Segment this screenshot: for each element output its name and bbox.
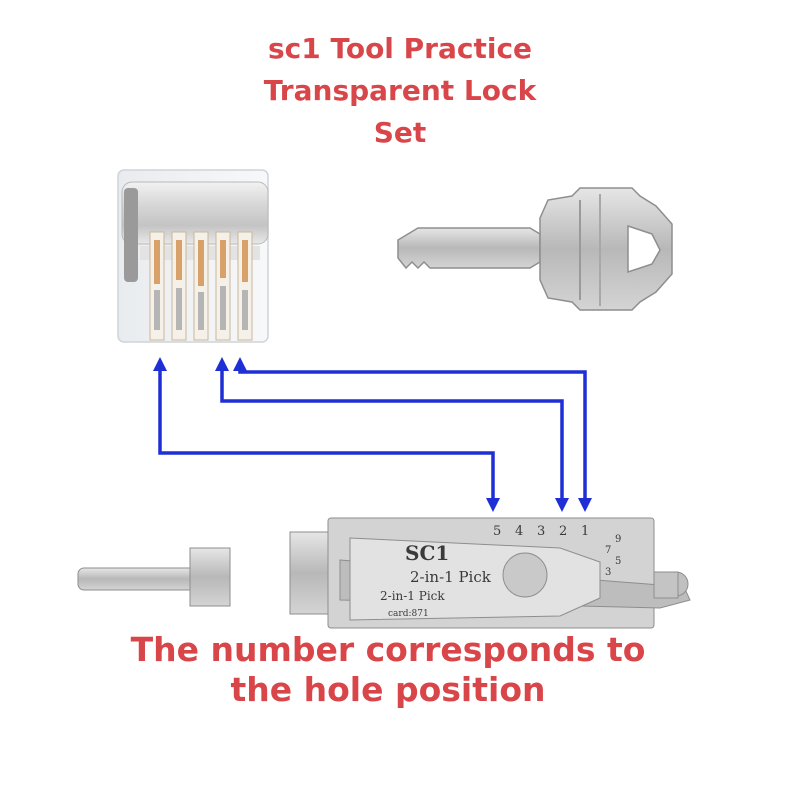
sc1-pick-tool <box>77 517 691 629</box>
lock-pins <box>149 231 253 341</box>
hole-number-5: 5 <box>493 524 501 539</box>
arrow-hole-5 <box>153 357 500 512</box>
depth-mark-column: 9 7 5 3 <box>605 534 621 578</box>
caption-line-1: The number corresponds to <box>130 630 646 669</box>
title-line-2: Transparent Lock <box>263 74 537 107</box>
key <box>397 187 673 311</box>
arrow-hole-2 <box>215 357 569 512</box>
hole-number-1: 1 <box>581 524 589 539</box>
hole-number-2: 2 <box>559 524 567 539</box>
pick-subtitle-label: 2-in-1 Pick <box>410 568 492 586</box>
hole-number-row: 5 4 3 2 1 <box>493 524 589 539</box>
hole-number-4: 4 <box>515 524 523 539</box>
pick-card-text: card:871 <box>388 609 429 619</box>
caption-line-2: the hole position <box>230 670 546 709</box>
pick-name-label: SC1 <box>405 541 449 565</box>
hole-number-3: 3 <box>537 524 545 539</box>
depth-mark-9: 9 <box>615 534 621 545</box>
depth-mark-7: 7 <box>605 545 611 556</box>
page-title: sc1 Tool Practice Transparent Lock Set <box>0 28 800 154</box>
arrow-hole-1 <box>233 357 592 512</box>
depth-mark-5: 5 <box>615 556 621 567</box>
transparent-lock <box>117 169 269 343</box>
connector-arrows <box>153 357 592 512</box>
title-line-3: Set <box>373 116 427 149</box>
caption: The number corresponds to the hole posit… <box>0 630 776 710</box>
depth-mark-3: 3 <box>605 567 611 578</box>
pick-subtitle-lower-label: 2-in-1 Pick <box>380 589 445 603</box>
title-line-1: sc1 Tool Practice <box>267 32 533 65</box>
